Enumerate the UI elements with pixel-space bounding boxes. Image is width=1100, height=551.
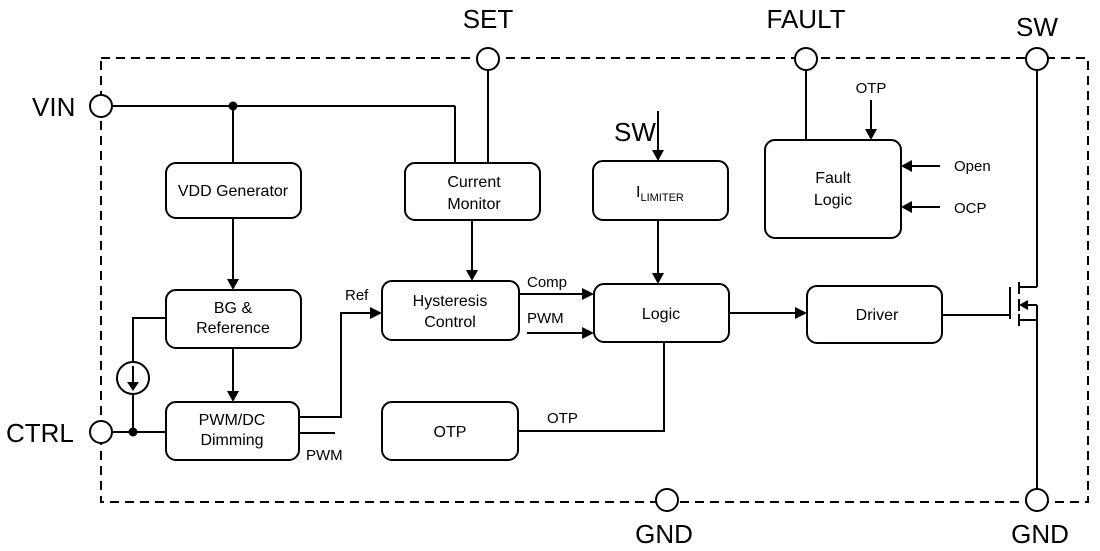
pin-label-vin: VIN — [32, 92, 75, 122]
arrow-ilimiter-to-logic — [652, 273, 664, 284]
label-hysteresis-line1: Hysteresis — [413, 293, 488, 310]
arrow-otp-fault — [865, 129, 877, 140]
arrow-sw-to-ilimiter — [652, 150, 664, 161]
arrow-ref — [370, 307, 382, 319]
label-ilimiter-sub: LIMITER — [640, 192, 683, 204]
pin-label-gnd-bottom: GND — [635, 519, 693, 549]
junction-vin — [228, 101, 238, 111]
signal-comp: Comp — [527, 274, 567, 291]
block-fault-logic — [764, 139, 902, 239]
signal-ocp: OCP — [954, 200, 987, 217]
label-ilimiter-main: I — [636, 184, 640, 201]
pin-label-fault: FAULT — [767, 4, 846, 34]
pin-vin — [89, 94, 113, 118]
pin-ctrl — [89, 420, 113, 444]
pin-sw — [1025, 47, 1049, 71]
label-driver: Driver — [856, 307, 899, 324]
label-fault-logic-line2: Logic — [814, 192, 852, 209]
block-driver — [806, 285, 943, 344]
junction-ctrl — [128, 427, 138, 437]
pin-label-set: SET — [463, 4, 514, 34]
signal-pwm-in: PWM — [527, 310, 564, 327]
block-current-monitor — [404, 162, 541, 221]
ic-boundary — [100, 57, 1089, 503]
block-hysteresis-control — [381, 280, 520, 341]
arrow-vdd-to-bg — [227, 279, 239, 290]
label-bg-line2: Reference — [196, 320, 270, 337]
label-logic: Logic — [642, 306, 680, 323]
signal-open: Open — [954, 158, 991, 175]
signal-ref: Ref — [345, 287, 369, 304]
label-fault-logic-line1: Fault — [815, 170, 851, 187]
current-source-symbol — [116, 361, 150, 395]
label-hysteresis-line2: Control — [424, 314, 476, 331]
signal-otp-line: OTP — [547, 410, 578, 427]
pin-gnd-right — [1025, 488, 1049, 512]
arrow-ocp — [901, 201, 912, 213]
arrow-logic-to-driver — [795, 307, 807, 319]
signal-otp-fault: OTP — [856, 80, 887, 97]
arrow-comp — [582, 288, 594, 300]
label-pwm-dc-line2: Dimming — [200, 432, 263, 449]
label-current-monitor-line2: Monitor — [447, 196, 501, 213]
mosfet-symbol — [1009, 70, 1038, 490]
label-vdd-generator: VDD Generator — [178, 183, 289, 200]
block-logic — [593, 283, 730, 343]
pin-label-sw: SW — [1016, 12, 1058, 42]
arrow-bg-to-pwm — [227, 391, 239, 402]
arrow-monitor-to-hysteresis — [466, 270, 478, 281]
label-pwm-dc-line1: PWM/DC — [199, 412, 266, 429]
arrow-pwm-in — [582, 327, 594, 339]
block-otp — [381, 401, 519, 461]
signal-pwm-out: PWM — [306, 447, 343, 464]
pin-gnd-bottom — [655, 488, 679, 512]
wire-bg-current-source — [132, 317, 166, 362]
signal-sw-input: SW — [614, 117, 656, 147]
pin-label-ctrl: CTRL — [6, 418, 74, 448]
label-ilimiter: ILIMITER — [636, 184, 684, 204]
block-bg-reference — [165, 289, 302, 349]
label-bg-line1: BG & — [214, 300, 253, 317]
wire-otp-to-logic — [518, 342, 665, 432]
pin-set — [476, 47, 500, 71]
pin-fault — [794, 47, 818, 71]
block-ilimiter — [592, 160, 729, 221]
pin-label-gnd-right: GND — [1011, 519, 1069, 549]
wire-ref — [299, 312, 372, 418]
block-pwm-dc-dimming — [165, 401, 300, 461]
label-otp-block: OTP — [434, 424, 467, 441]
arrow-open — [901, 160, 912, 172]
block-vdd-generator — [165, 162, 302, 219]
label-current-monitor-line1: Current — [447, 174, 501, 191]
